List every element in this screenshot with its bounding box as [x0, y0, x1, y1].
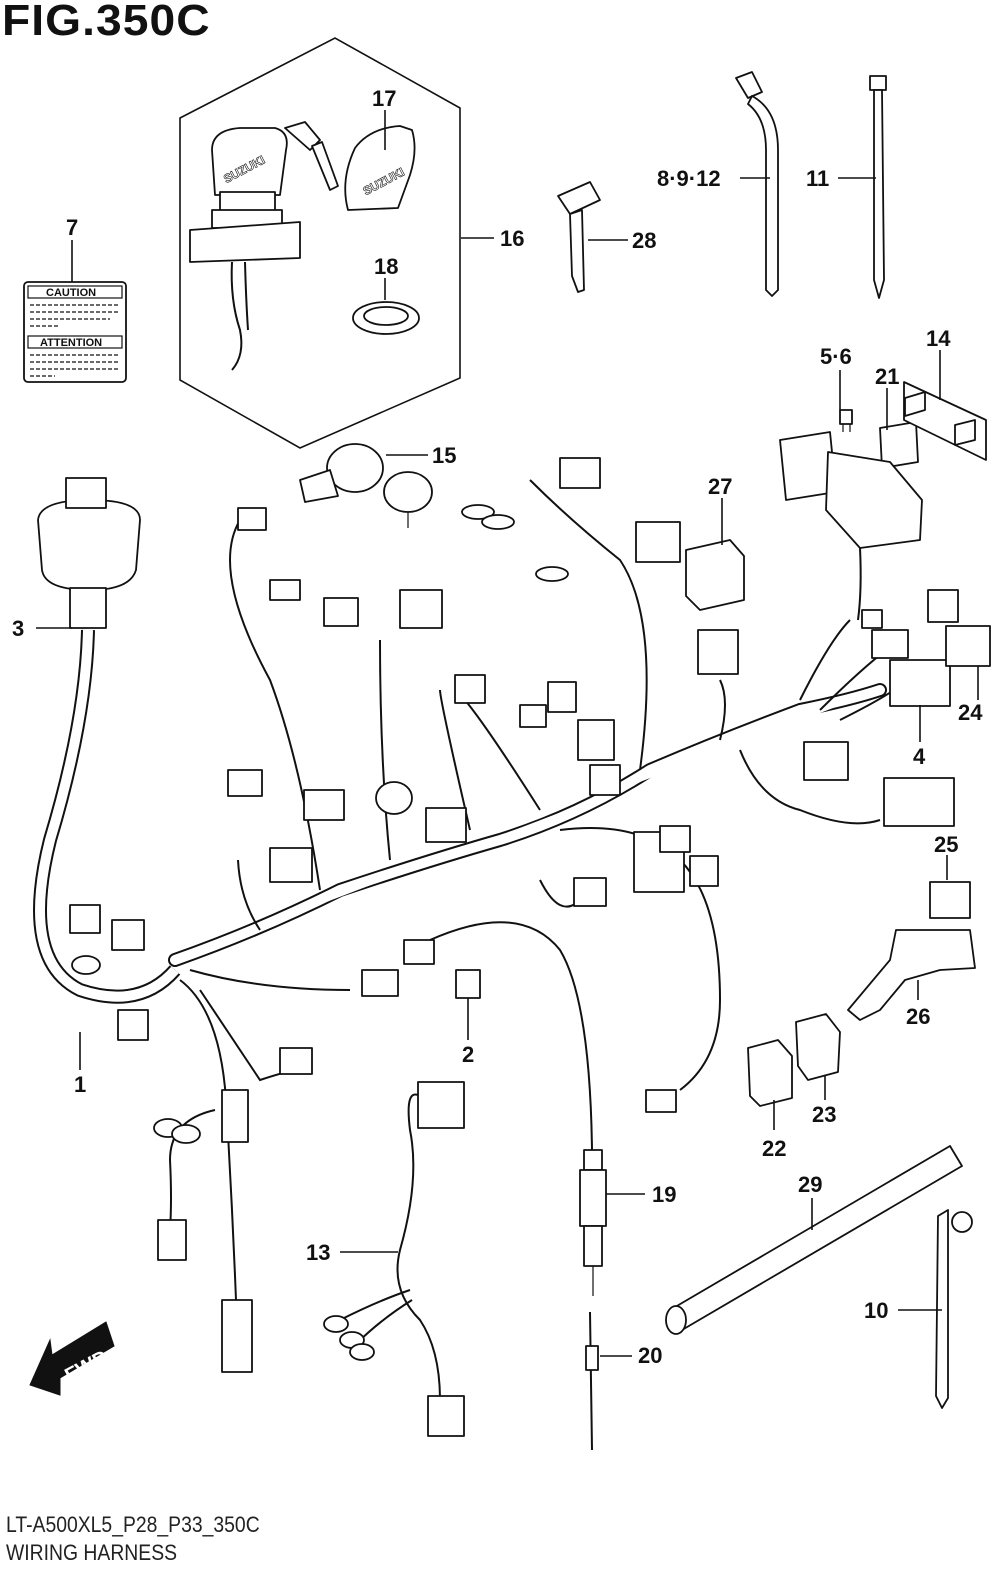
- ignition-switch-assembly-group: SUZUKI SUZUKI: [179, 37, 461, 449]
- callout-13[interactable]: 13: [306, 1240, 330, 1265]
- callout-27[interactable]: 27: [708, 474, 732, 499]
- callout-20[interactable]: 20: [638, 1343, 662, 1368]
- callout-3[interactable]: 3: [12, 616, 24, 641]
- callout-2[interactable]: 2: [462, 1042, 474, 1067]
- callout-15[interactable]: 15: [432, 443, 456, 468]
- cable-clamp: [935, 1209, 973, 1409]
- callout-19[interactable]: 19: [652, 1182, 676, 1207]
- callout-21[interactable]: 21: [875, 364, 899, 389]
- callout-25[interactable]: 25: [934, 832, 958, 857]
- callout-16[interactable]: 16: [500, 226, 524, 251]
- spring-pin: [585, 1311, 599, 1451]
- oxygen-sensor: [579, 1149, 607, 1296]
- attention-text: ATTENTION: [40, 337, 102, 349]
- callout-28[interactable]: 28: [632, 228, 656, 253]
- callout-17[interactable]: 17: [372, 86, 396, 111]
- caution-text: CAUTION: [46, 287, 96, 299]
- callout-1[interactable]: 1: [74, 1072, 86, 1097]
- callout-11[interactable]: 11: [806, 166, 829, 191]
- fuse: [839, 409, 853, 432]
- connector-25: [929, 881, 971, 919]
- sub-harness: [323, 1081, 465, 1437]
- ignition-key: [284, 121, 339, 191]
- callout-23[interactable]: 23: [812, 1102, 836, 1127]
- figure-title: FIG.350C: [2, 0, 211, 45]
- callout-18[interactable]: 18: [374, 254, 398, 279]
- ignition-switch[interactable]: SUZUKI: [189, 127, 301, 371]
- callout-29[interactable]: 29: [798, 1172, 822, 1197]
- section-name: WIRING HARNESS: [6, 1540, 178, 1565]
- diagram-code: LT-A500XL5_P28_P33_350C: [6, 1512, 260, 1537]
- main-wiring-harness[interactable]: [33, 457, 959, 1373]
- connector-24: [945, 625, 991, 667]
- relay: [879, 421, 919, 469]
- callout-22[interactable]: 22: [762, 1136, 786, 1161]
- callout-5-6[interactable]: 5·6: [820, 344, 852, 369]
- callout-8-9-12[interactable]: 8·9·12: [657, 166, 721, 191]
- callout-10[interactable]: 10: [864, 1298, 888, 1323]
- relay-unit: [685, 539, 745, 611]
- connector-cover-22: [747, 1039, 793, 1107]
- fuse-box: [779, 431, 923, 621]
- connector-cover-23: [795, 1013, 841, 1081]
- ignition-switch-connector: [299, 443, 433, 528]
- wiring-bracket: [847, 929, 976, 1021]
- cable-tie-large: [735, 71, 779, 297]
- connector-cap: [455, 969, 481, 999]
- forward-direction-arrow: FWD: [29, 1321, 115, 1396]
- callouts: 7 17 16 18 28 8·9·12 11 5·6 21 14 15 27 …: [12, 86, 983, 1368]
- blank-key: [557, 181, 601, 293]
- fuse-box-bracket: [903, 381, 987, 461]
- callout-14[interactable]: 14: [926, 326, 951, 351]
- caution-label-plate: CAUTION ATTENTION: [23, 281, 127, 383]
- callout-24[interactable]: 24: [958, 700, 983, 725]
- switch-cap: SUZUKI: [344, 125, 416, 211]
- callout-7[interactable]: 7: [66, 215, 78, 240]
- switch-nut: [352, 301, 420, 335]
- corrugated-tube: [665, 1145, 963, 1335]
- leader-lines: [36, 110, 979, 1357]
- callout-26[interactable]: 26: [906, 1004, 930, 1029]
- callout-4[interactable]: 4: [913, 744, 926, 769]
- cable-tie-small: [869, 75, 887, 299]
